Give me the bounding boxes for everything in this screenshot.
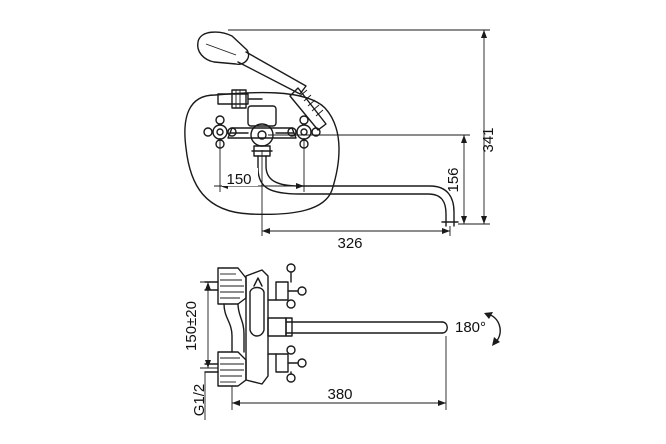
lower-handle-side — [275, 345, 307, 383]
upper-handle-side — [275, 263, 307, 309]
dimension-150-tolerance: 150±20 — [183, 281, 218, 369]
dim-156-label: 156 — [445, 167, 462, 192]
dim-380-label: 380 — [327, 386, 352, 403]
rotation-arrow-icon — [484, 312, 501, 346]
shower-handle — [237, 51, 307, 95]
hose-ribbing — [289, 87, 327, 131]
shower-holder — [217, 89, 263, 109]
wall-plate-outline — [184, 91, 340, 216]
rotation-label: 180° — [455, 319, 486, 336]
mixer-body — [227, 105, 297, 157]
dim-341-label: 341 — [480, 127, 497, 152]
front-view: 341 156 150 326 — [184, 29, 497, 252]
dim-326-label: 326 — [337, 235, 362, 252]
dimension-341: 341 — [228, 29, 497, 225]
dimension-380: 380 — [231, 336, 447, 410]
thread-label: G1/2 — [191, 384, 208, 417]
dim-150-label: 150 — [226, 171, 251, 188]
dimension-156: 156 — [268, 134, 470, 224]
dim-150-tolerance-label: 150±20 — [183, 301, 200, 351]
thread-callout: G1/2 — [191, 372, 208, 420]
wall-mount-lower — [204, 351, 247, 387]
spout — [257, 155, 447, 223]
dimension-326: 326 — [261, 150, 451, 252]
rotation-indicator: 180° — [455, 312, 501, 346]
side-view: 150±20 G1/2 380 180° — [183, 263, 501, 420]
dimension-150-top: 150 — [214, 138, 310, 192]
shower-head — [197, 31, 250, 65]
wall-mount-upper — [204, 267, 247, 305]
spout-side — [285, 317, 448, 337]
mixer-body-side — [245, 269, 287, 385]
